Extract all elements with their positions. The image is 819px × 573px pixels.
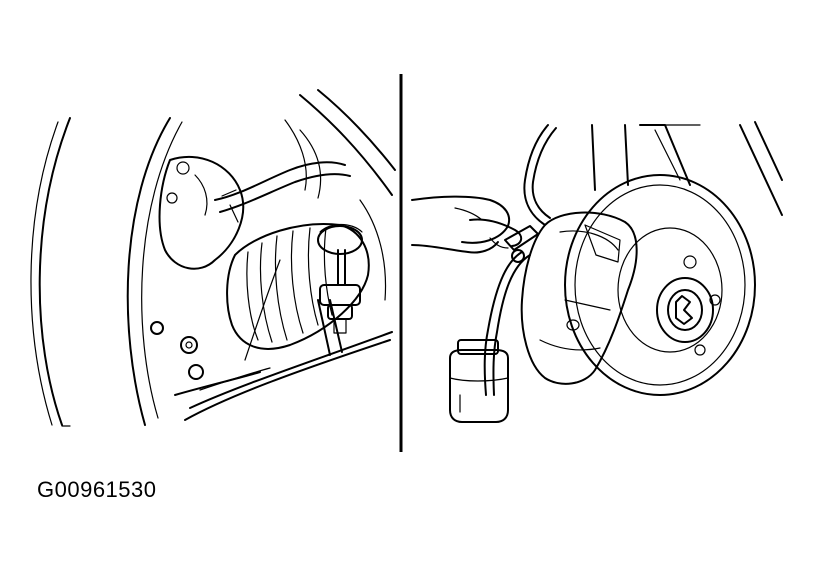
right-panel-brake-bleeding-illustration bbox=[411, 121, 783, 423]
left-panel-drive-shaft-illustration bbox=[30, 89, 396, 426]
figure-code: G00961530 bbox=[37, 477, 157, 502]
